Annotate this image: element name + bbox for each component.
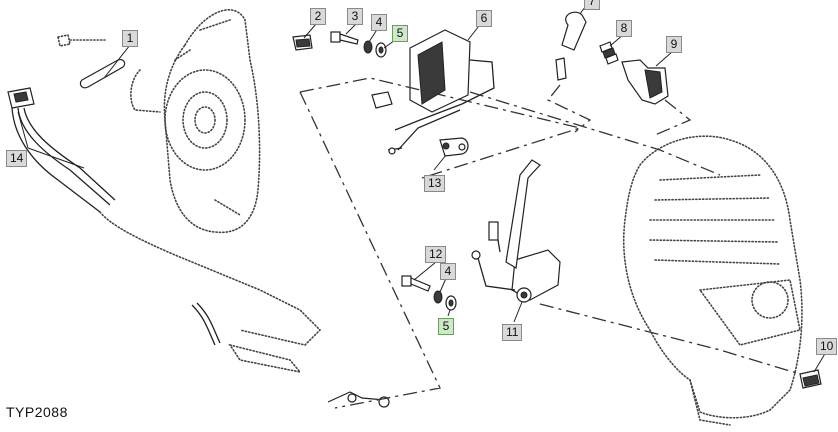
callout-6: 6 xyxy=(476,10,492,27)
callout-14: 14 xyxy=(6,150,28,167)
part-3-screw-upper xyxy=(330,31,359,45)
part-11-bracket xyxy=(471,159,561,303)
flywheel-housing xyxy=(130,9,261,234)
callout-13: 13 xyxy=(424,175,446,192)
drawing-id: TYP2088 xyxy=(6,404,68,420)
part-13-ground-clip xyxy=(439,137,469,157)
part-8-spring xyxy=(599,41,619,65)
callout-9: 9 xyxy=(666,36,682,53)
callout-10: 10 xyxy=(816,338,838,355)
part-10-cap xyxy=(799,369,822,389)
part-5-washer-lower xyxy=(445,295,457,311)
part-12-screw-lower xyxy=(401,275,431,292)
callout-2: 2 xyxy=(310,8,326,25)
callout-8: 8 xyxy=(616,20,632,37)
callout-4-upper: 4 xyxy=(371,14,387,31)
engine-block xyxy=(622,135,803,426)
part-1-bolt xyxy=(57,34,126,89)
part-14-wiring-harness xyxy=(7,87,322,374)
callout-3: 3 xyxy=(347,8,363,25)
callout-11: 11 xyxy=(502,324,523,341)
assembly-lines xyxy=(299,77,801,409)
part-2-cap xyxy=(292,34,313,51)
part-4-lockwasher-upper xyxy=(363,40,373,54)
part-5-washer-upper xyxy=(375,42,387,58)
callout-5-lower: 5 xyxy=(438,318,454,335)
part-6-ignition-module xyxy=(371,29,495,155)
callout-7: 7 xyxy=(584,0,600,10)
part-7-spark-plug-boot xyxy=(546,11,592,133)
part-4-lockwasher-lower xyxy=(433,290,443,304)
callout-4-lower: 4 xyxy=(440,263,456,280)
part-9-spark-plug xyxy=(621,59,692,136)
callout-12: 12 xyxy=(425,246,447,263)
callout-5-upper: 5 xyxy=(392,25,408,42)
callout-1: 1 xyxy=(122,30,138,47)
leader-lines xyxy=(17,0,827,373)
